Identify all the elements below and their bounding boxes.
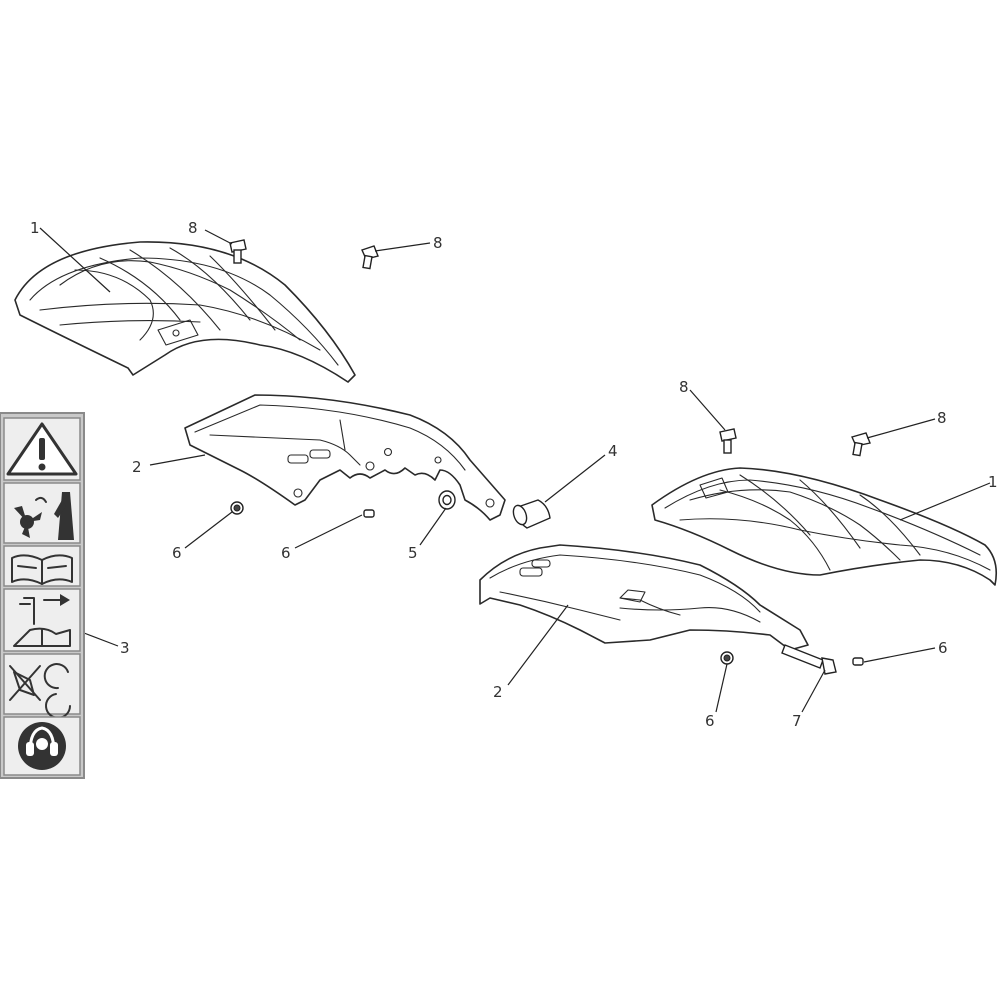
callout-8-c: 8: [679, 378, 689, 396]
callout-7: 7: [792, 712, 802, 730]
callout-6-a: 6: [172, 544, 182, 562]
read-manual-icon: [3, 545, 81, 587]
safety-decal-part-3: [0, 412, 85, 779]
hearing-protection-icon: [3, 716, 81, 776]
callout-1-left: 1: [30, 219, 40, 237]
nut-part-6-a: [230, 501, 244, 515]
bracket-part-2-lower: [479, 544, 809, 651]
disconnect-spark-plug-icon: [3, 588, 81, 652]
bolt-part-8-b: [361, 245, 379, 270]
pin-part-6-d: [852, 657, 864, 666]
nut-part-6-c: [720, 651, 734, 665]
callout-1-right: 1: [988, 473, 998, 491]
spacer-part-4: [512, 499, 551, 529]
callout-5: 5: [408, 544, 418, 562]
cover-part-1-left: [14, 241, 356, 383]
cover-part-1-right: [651, 467, 998, 586]
callout-6-b: 6: [281, 544, 291, 562]
no-hands-near-blades-icon: [3, 653, 81, 719]
rotating-blade-hazard-icon: [3, 482, 81, 544]
bolt-part-7: [781, 644, 837, 675]
bolt-part-8-a: [229, 239, 247, 264]
callout-2-lower: 2: [493, 683, 503, 701]
bolt-part-8-c: [719, 428, 737, 454]
callout-4: 4: [608, 442, 618, 460]
pin-part-6-b: [363, 509, 375, 518]
callout-6-c: 6: [705, 712, 715, 730]
callout-6-d: 6: [938, 639, 948, 657]
bracket-part-2-upper: [184, 394, 506, 521]
callout-2-upper: 2: [132, 458, 142, 476]
callout-3: 3: [120, 639, 130, 657]
warning-icon: [3, 417, 81, 481]
washer-part-5: [438, 490, 456, 510]
callout-8-b: 8: [433, 234, 443, 252]
leader-lines: [39, 227, 991, 713]
callout-8-d: 8: [937, 409, 947, 427]
bolt-part-8-d: [851, 432, 871, 457]
callout-8-a: 8: [188, 219, 198, 237]
